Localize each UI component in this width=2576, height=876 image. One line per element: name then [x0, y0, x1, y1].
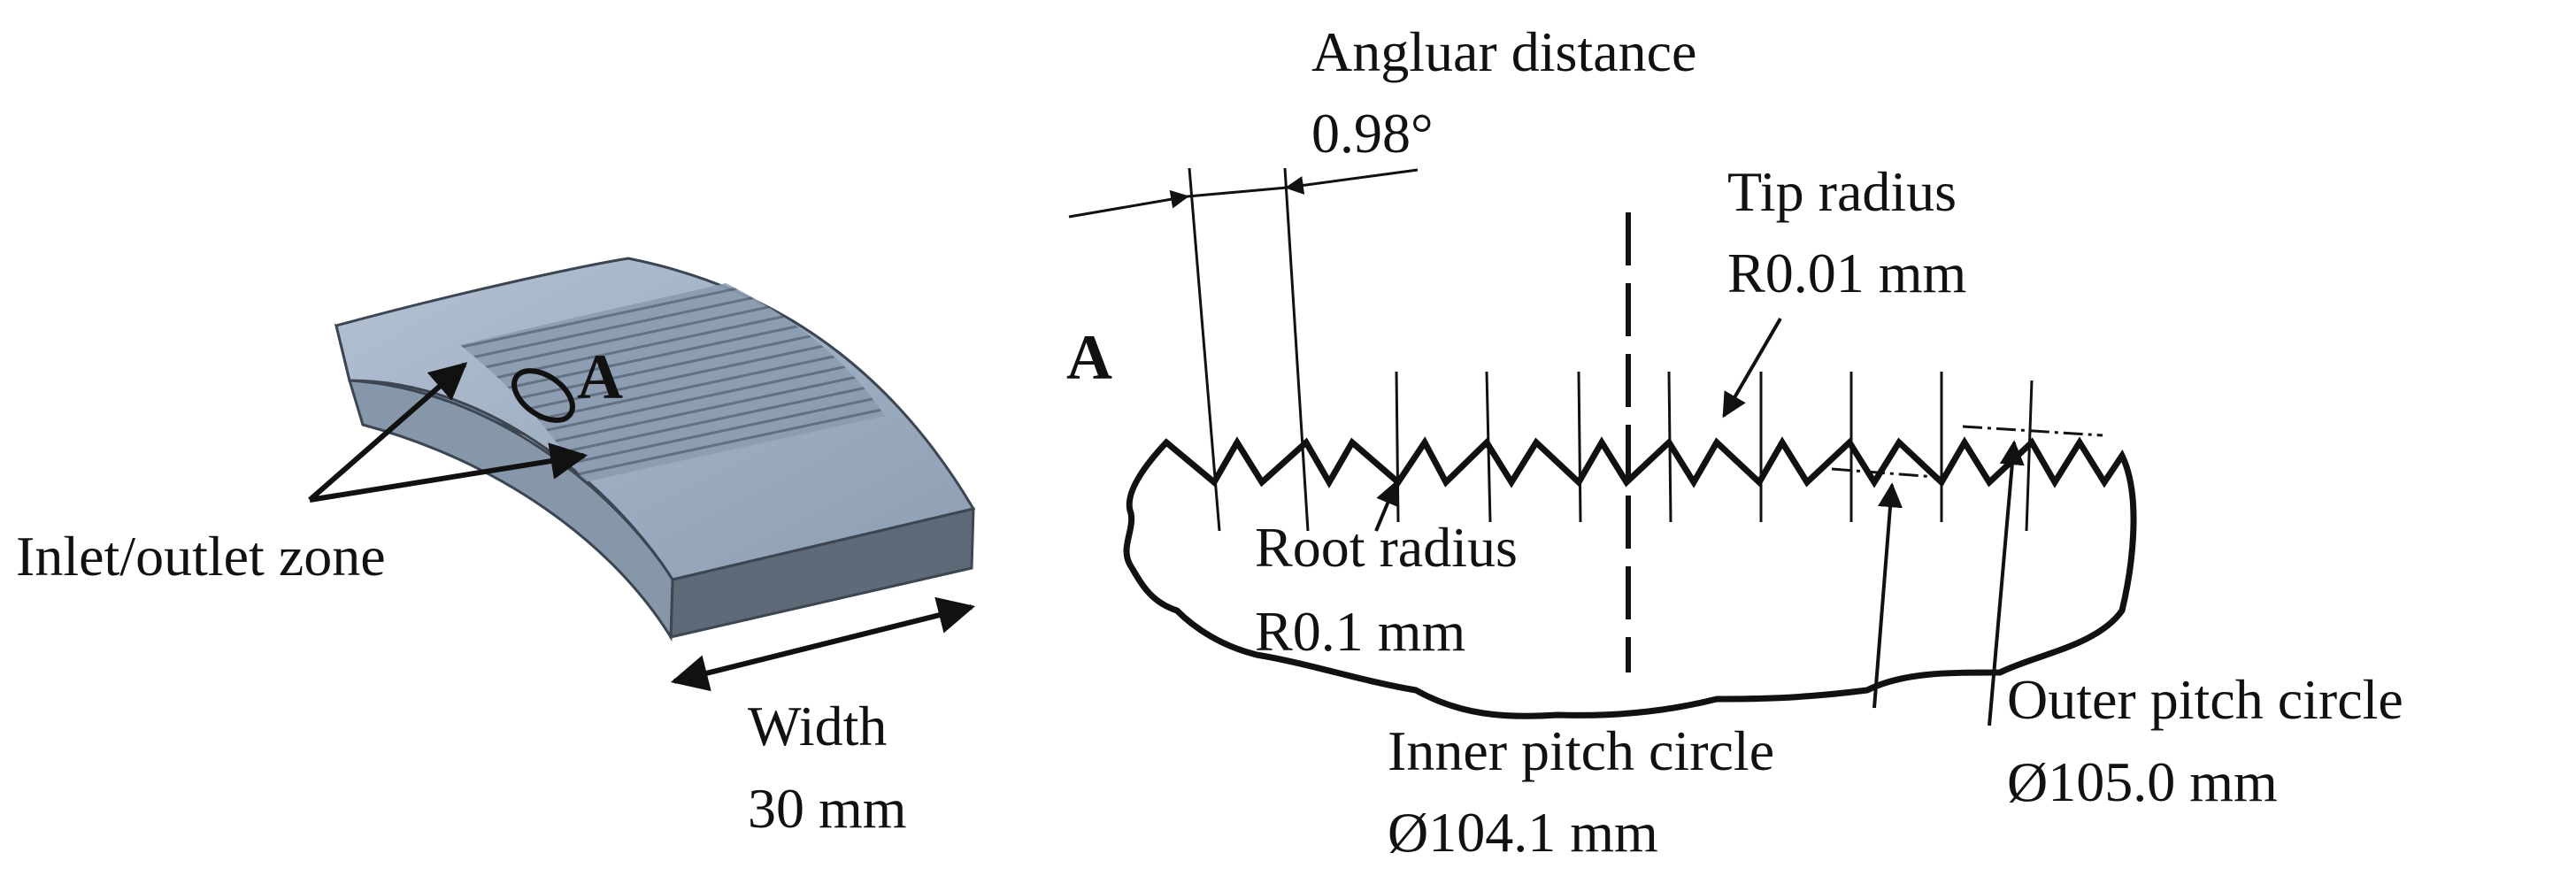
angular-dim-arrow-left	[1068, 189, 1190, 219]
angular-dim-arrow-right	[1284, 168, 1419, 195]
inner-pitch-chain-line	[1831, 467, 1948, 480]
width-arrow	[670, 596, 976, 692]
outer-pitch-value: Ø105.0 mm	[2007, 750, 2278, 813]
width-value: 30 mm	[748, 777, 907, 840]
inlet-arrow-lower	[309, 442, 588, 503]
detail-circle-a	[511, 368, 575, 423]
inner-pitch-label: Inner pitch circle	[1388, 719, 1774, 782]
angular-dim-connector	[1187, 186, 1288, 198]
angular-distance-label: Angluar distance	[1311, 20, 1696, 83]
width-label: Width	[748, 695, 887, 757]
detail-marker-a: A	[577, 342, 623, 412]
inner-pitch-value: Ø104.1 mm	[1388, 801, 1658, 864]
inner-pitch-leader	[1872, 482, 1903, 709]
tip-radius-value: R0.01 mm	[1727, 242, 1966, 304]
outer-pitch-chain-line	[1962, 425, 2103, 437]
grooved-band	[460, 283, 885, 482]
angular-distance-value: 0.98°	[1311, 102, 1434, 165]
tip-radius-label: Tip radius	[1727, 160, 1957, 223]
outer-pitch-leader	[1988, 440, 2025, 726]
tip-radius-leader	[1722, 317, 1782, 419]
root-radius-leader	[1374, 480, 1400, 532]
root-radius-label: Root radius	[1255, 516, 1518, 579]
inlet-outlet-zone-label: Inlet/outlet zone	[16, 525, 386, 588]
curved-segment-part	[334, 257, 976, 642]
detail-outline	[1123, 436, 2137, 719]
root-radius-value: R0.1 mm	[1255, 600, 1465, 663]
detail-title-a: A	[1066, 322, 1112, 393]
inlet-arrow-upper	[308, 362, 468, 503]
outer-pitch-label: Outer pitch circle	[2007, 668, 2403, 731]
